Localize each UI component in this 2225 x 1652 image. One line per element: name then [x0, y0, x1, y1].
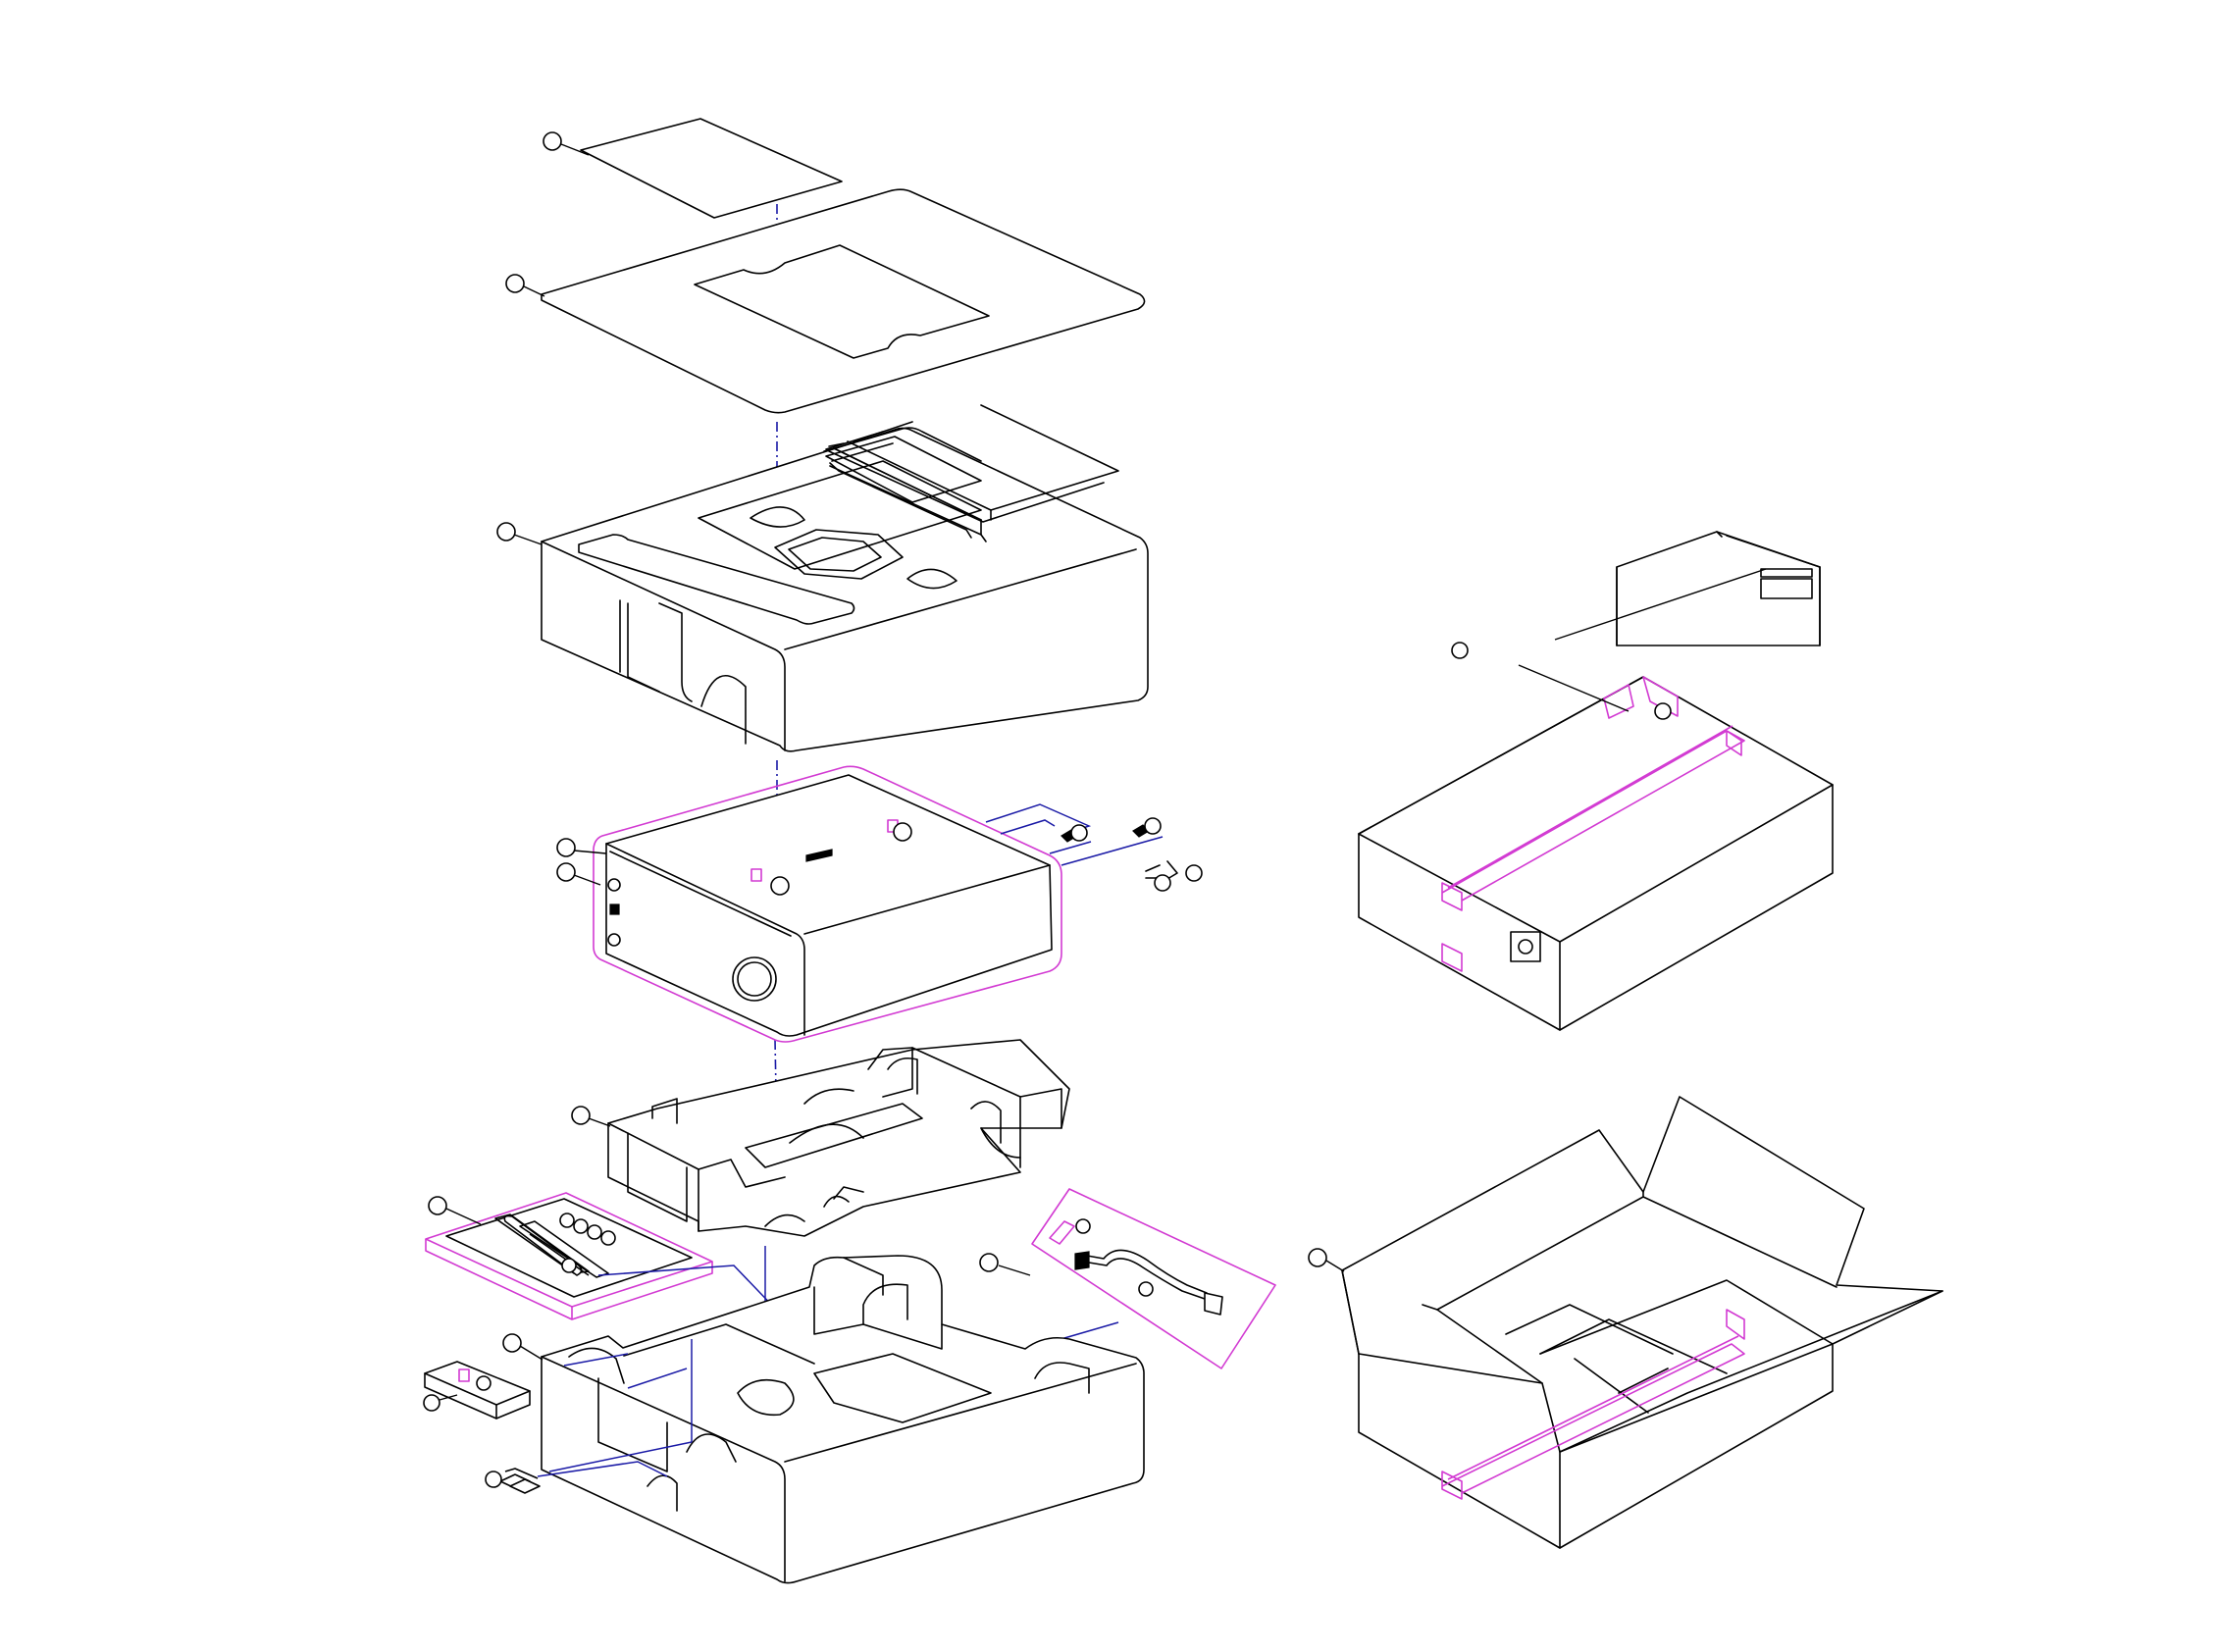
callout-marker	[503, 1334, 521, 1352]
callout-marker	[497, 523, 515, 541]
callout-marker	[1186, 865, 1202, 881]
open-carton	[1309, 1097, 1942, 1548]
upper-foam-cushion	[497, 405, 1148, 751]
callout-marker	[572, 1107, 590, 1124]
amplifier-unit-bag	[557, 766, 1061, 1042]
callout-marker	[557, 839, 575, 856]
callout-marker	[543, 132, 561, 150]
callout-marker	[424, 1395, 440, 1411]
callout-marker	[1655, 703, 1671, 719]
callout-marker	[771, 877, 789, 895]
top-sheet-large	[506, 189, 1145, 412]
callout-marker	[486, 1471, 501, 1487]
label-sleeve	[1555, 532, 1820, 645]
callout-marker	[1155, 875, 1170, 891]
callout-marker	[1145, 818, 1161, 834]
callout-marker	[1071, 825, 1087, 841]
lower-foam-cushion	[503, 1256, 1144, 1583]
small-accessory-box	[424, 1362, 530, 1419]
callout-marker	[894, 823, 911, 841]
callout-marker	[980, 1254, 998, 1271]
callout-marker	[429, 1197, 446, 1214]
closed-carton	[1359, 643, 1833, 1030]
top-sheet-small	[543, 119, 842, 218]
bottom-tray-cushion	[572, 1040, 1069, 1236]
callout-marker	[557, 863, 575, 881]
callout-marker	[1452, 643, 1468, 658]
callout-marker	[506, 275, 524, 292]
callout-marker	[1309, 1249, 1326, 1266]
